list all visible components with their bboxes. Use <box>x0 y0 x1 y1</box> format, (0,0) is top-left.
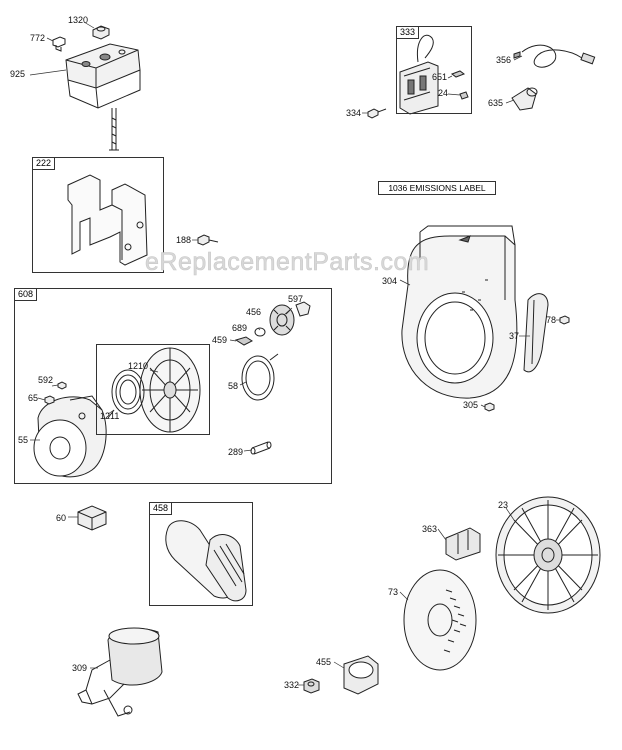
part-label-304[interactable]: 304 <box>382 276 398 286</box>
pin-289-drawing <box>250 441 272 455</box>
wire-356-drawing <box>513 44 596 68</box>
clutch-455-drawing <box>343 655 379 695</box>
part-label-455[interactable]: 455 <box>316 657 332 667</box>
watermark: eReplacementParts.com <box>145 248 430 277</box>
part-label-1320[interactable]: 1320 <box>68 15 89 25</box>
spring-1211-drawing <box>107 369 145 419</box>
part-label-188[interactable]: 188 <box>176 235 192 245</box>
emissions-label-box: 1036 EMISSIONS LABEL <box>378 181 496 195</box>
baffle-37-drawing <box>523 293 549 373</box>
part-label-456[interactable]: 456 <box>246 307 262 317</box>
part-label-1211[interactable]: 1211 <box>100 411 120 421</box>
group-333-frame: 333 <box>396 26 472 114</box>
part-label-459[interactable]: 459 <box>212 335 228 345</box>
group-222-tag: 222 <box>32 157 56 171</box>
screw-188-drawing <box>197 234 219 246</box>
part-label-58[interactable]: 58 <box>228 381 239 391</box>
coil-363-drawing <box>445 527 481 561</box>
part-label-23[interactable]: 23 <box>498 500 509 510</box>
part-label-309[interactable]: 309 <box>72 663 88 673</box>
part-label-55[interactable]: 55 <box>18 435 29 445</box>
cover-925-drawing <box>65 43 141 151</box>
group-222-frame: 222 <box>32 157 164 273</box>
ratchet-456-drawing <box>269 304 295 336</box>
nut-332-drawing <box>303 678 320 694</box>
flywheel-23-drawing <box>495 496 601 614</box>
washer-689-drawing <box>254 327 266 337</box>
group-608-frame: 608 <box>14 288 332 484</box>
part-label-334[interactable]: 334 <box>346 108 362 118</box>
part-label-73[interactable]: 73 <box>388 587 399 597</box>
leader-lines <box>29 21 560 686</box>
bolt-772-drawing <box>52 36 66 52</box>
group-458-frame: 458 <box>149 502 253 606</box>
group-458-tag: 458 <box>149 502 173 516</box>
cup-597-drawing <box>295 301 311 317</box>
spring-58-drawing <box>241 353 279 401</box>
screw-65-drawing <box>44 395 55 405</box>
part-label-332[interactable]: 332 <box>284 680 300 690</box>
bracket-222-drawing <box>67 174 148 266</box>
nut-1320-drawing <box>92 25 110 40</box>
screw-305-drawing <box>484 402 495 412</box>
part-label-37[interactable]: 37 <box>509 331 520 341</box>
part-label-289[interactable]: 289 <box>228 447 244 457</box>
pawl-459-drawing <box>234 336 253 346</box>
starter-608-drawing <box>33 395 107 478</box>
motor-309-drawing <box>77 627 163 717</box>
filter-458-drawing <box>165 520 247 602</box>
part-label-65[interactable]: 65 <box>28 393 39 403</box>
part-label-689[interactable]: 689 <box>232 323 248 333</box>
blower-housing-304-drawing <box>401 225 518 399</box>
part-label-356[interactable]: 356 <box>496 55 512 65</box>
clip-60-drawing <box>77 505 107 531</box>
screw-78-drawing <box>559 315 570 325</box>
group-333-tag: 333 <box>396 26 420 40</box>
part-label-1210[interactable]: 1210 <box>128 361 149 371</box>
part-label-772[interactable]: 772 <box>30 33 46 43</box>
screen-73-drawing <box>403 569 477 671</box>
nut-592-drawing <box>57 381 67 390</box>
part-label-305[interactable]: 305 <box>463 400 479 410</box>
module-333-drawing <box>399 34 469 115</box>
part-label-78[interactable]: 78 <box>546 315 557 325</box>
part-label-363[interactable]: 363 <box>422 524 438 534</box>
screw-334-drawing <box>367 108 387 119</box>
group-608-tag: 608 <box>14 288 38 302</box>
part-label-925[interactable]: 925 <box>10 69 26 79</box>
part-label-635[interactable]: 635 <box>488 98 504 108</box>
part-label-592[interactable]: 592 <box>38 375 54 385</box>
part-label-24[interactable]: 24 <box>438 88 449 98</box>
boot-635-drawing <box>511 87 538 111</box>
part-label-651[interactable]: 651 <box>432 72 448 82</box>
part-label-597[interactable]: 597 <box>288 294 304 304</box>
group-608-inner-frame <box>96 344 210 435</box>
part-label-60[interactable]: 60 <box>56 513 67 523</box>
